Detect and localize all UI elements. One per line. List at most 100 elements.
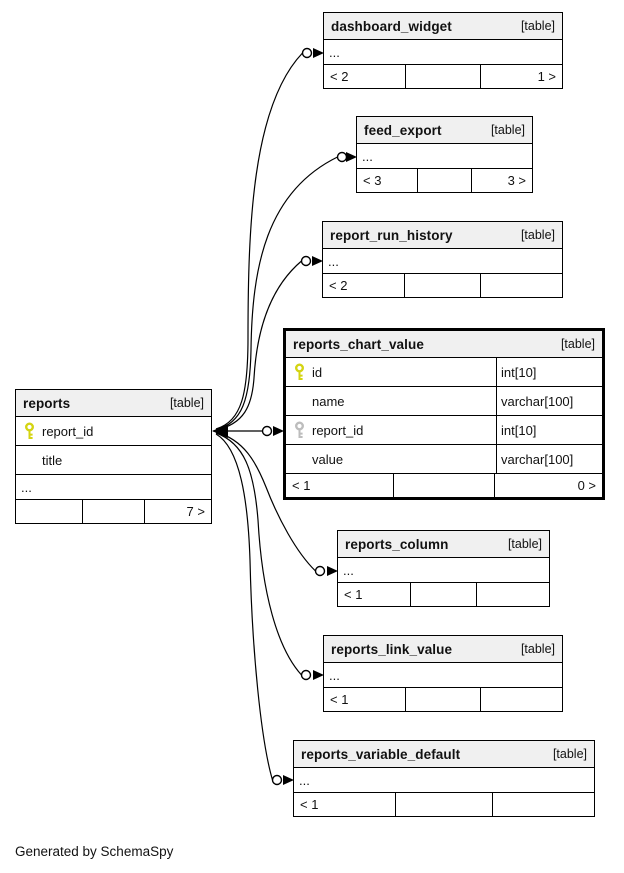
- edge-reports-reports-variable-default: [215, 433, 294, 786]
- table-name[interactable]: reports_chart_value: [293, 336, 424, 352]
- table-type-badge: [table]: [552, 747, 587, 761]
- table-box-reports-chart-value[interactable]: reports_chart_value [table] id int[10] n…: [283, 328, 605, 500]
- footer-parents-count: < 2: [330, 69, 349, 84]
- footer-spacer-cell: [82, 500, 143, 523]
- footer-spacer-cell: [395, 793, 491, 816]
- edge-arrowhead: [283, 775, 294, 785]
- table-box-dashboard-widget[interactable]: dashboard_widget [table] ... < 2 1 >: [323, 12, 563, 89]
- table-footer: < 1: [324, 688, 562, 711]
- columns-ellipsis-row: ...: [324, 40, 562, 65]
- column-row-name: name varchar[100]: [286, 387, 602, 416]
- table-name[interactable]: dashboard_widget: [331, 18, 452, 34]
- footer-children-count: [480, 688, 562, 711]
- column-name: id: [312, 364, 323, 380]
- edge-reports-feed-export: [215, 151, 357, 431]
- table-type-badge: [table]: [169, 396, 204, 410]
- column-name: title: [42, 452, 63, 468]
- hub-arrowhead: [212, 424, 228, 438]
- edge-arrowhead: [346, 152, 357, 162]
- table-header: report_run_history [table]: [323, 222, 562, 249]
- footer-children-count: 3 >: [471, 169, 532, 192]
- footer-spacer-cell: [404, 688, 481, 711]
- footer-children-count: [491, 793, 594, 816]
- primary-key-icon: [16, 422, 42, 441]
- footer-spacer-cell: [409, 583, 477, 606]
- table-header: feed_export [table]: [357, 117, 532, 144]
- column-row-report-id: report_id: [16, 417, 211, 446]
- table-box-reports[interactable]: reports [table] report_id title ... 7 >: [15, 389, 212, 524]
- footer-parents-count: < 2: [329, 278, 348, 293]
- footer-children-count: [480, 274, 562, 297]
- edge-arrowhead: [273, 426, 284, 436]
- footer-spacer-cell: [392, 474, 495, 497]
- table-type-badge: [table]: [490, 123, 525, 137]
- table-header: reports_column [table]: [338, 531, 549, 558]
- primary-key-icon: [286, 363, 312, 382]
- column-row-id: id int[10]: [286, 358, 602, 387]
- ellipsis-text: ...: [362, 148, 373, 164]
- table-footer: < 1: [294, 793, 594, 816]
- table-type-badge: [table]: [520, 19, 555, 33]
- table-type-badge: [table]: [507, 537, 542, 551]
- column-type: int[10]: [496, 358, 602, 386]
- table-footer: < 2 1 >: [324, 65, 562, 88]
- zero-or-more-circle: [261, 425, 273, 437]
- columns-ellipsis-row: ...: [357, 144, 532, 169]
- ellipsis-text: ...: [299, 772, 310, 788]
- table-type-badge: [table]: [560, 337, 595, 351]
- generated-by-caption: Generated by SchemaSpy: [15, 844, 174, 859]
- table-box-reports-variable-default[interactable]: reports_variable_default [table] ... < 1: [293, 740, 595, 817]
- table-box-feed-export[interactable]: feed_export [table] ... < 3 3 >: [356, 116, 533, 193]
- table-header: reports_variable_default [table]: [294, 741, 594, 768]
- footer-parents-count: < 1: [344, 587, 363, 602]
- columns-ellipsis-row: ...: [324, 663, 562, 688]
- table-type-badge: [table]: [520, 228, 555, 242]
- footer-parents-count: < 1: [300, 797, 319, 812]
- table-footer: 7 >: [16, 500, 211, 523]
- zero-or-more-circle: [336, 151, 348, 163]
- zero-or-more-circle: [314, 565, 326, 577]
- edge-arrowhead: [327, 566, 338, 576]
- footer-children-count: 1 >: [480, 65, 562, 88]
- footer-children-count: 0 >: [494, 474, 602, 497]
- ellipsis-text: ...: [343, 562, 354, 578]
- column-name: name: [312, 393, 345, 409]
- edge-reports-report-run-history: [215, 255, 323, 431]
- columns-ellipsis-row: ...: [16, 475, 211, 500]
- footer-parents-count: < 3: [363, 173, 382, 188]
- zero-or-more-circle: [300, 669, 312, 681]
- table-name[interactable]: reports: [23, 395, 71, 411]
- table-header: reports_chart_value [table]: [286, 331, 602, 358]
- column-name: report_id: [312, 422, 364, 438]
- foreign-key-icon: [286, 421, 312, 440]
- table-footer: < 1: [338, 583, 549, 606]
- table-name[interactable]: feed_export: [364, 122, 442, 138]
- footer-children-count: 7 >: [143, 500, 211, 523]
- table-footer: < 2: [323, 274, 562, 297]
- column-type: varchar[100]: [496, 387, 602, 415]
- table-footer: < 1 0 >: [286, 474, 602, 497]
- table-box-reports-link-value[interactable]: reports_link_value [table] ... < 1: [323, 635, 563, 712]
- table-name[interactable]: reports_column: [345, 536, 449, 552]
- edge-arrowhead: [313, 48, 324, 58]
- column-row-title: title: [16, 446, 211, 475]
- footer-parents-count: < 1: [330, 692, 349, 707]
- zero-or-more-circle: [301, 47, 313, 59]
- ellipsis-text: ...: [328, 253, 339, 269]
- table-name[interactable]: reports_variable_default: [301, 746, 461, 762]
- table-name[interactable]: report_run_history: [330, 227, 453, 243]
- footer-parents-count: < 1: [292, 478, 311, 493]
- table-box-reports-column[interactable]: reports_column [table] ... < 1: [337, 530, 550, 607]
- table-header: reports_link_value [table]: [324, 636, 562, 663]
- column-name: value: [312, 451, 344, 467]
- footer-spacer-cell: [416, 169, 472, 192]
- table-name[interactable]: reports_link_value: [331, 641, 453, 657]
- zero-or-more-circle: [300, 255, 312, 267]
- table-type-badge: [table]: [520, 642, 555, 656]
- edge-arrowhead: [312, 256, 323, 266]
- table-box-report-run-history[interactable]: report_run_history [table] ... < 2: [322, 221, 563, 298]
- table-header: reports [table]: [16, 390, 211, 417]
- zero-or-more-circle: [271, 774, 283, 786]
- edge-reports-dashboard-widget: [215, 47, 324, 430]
